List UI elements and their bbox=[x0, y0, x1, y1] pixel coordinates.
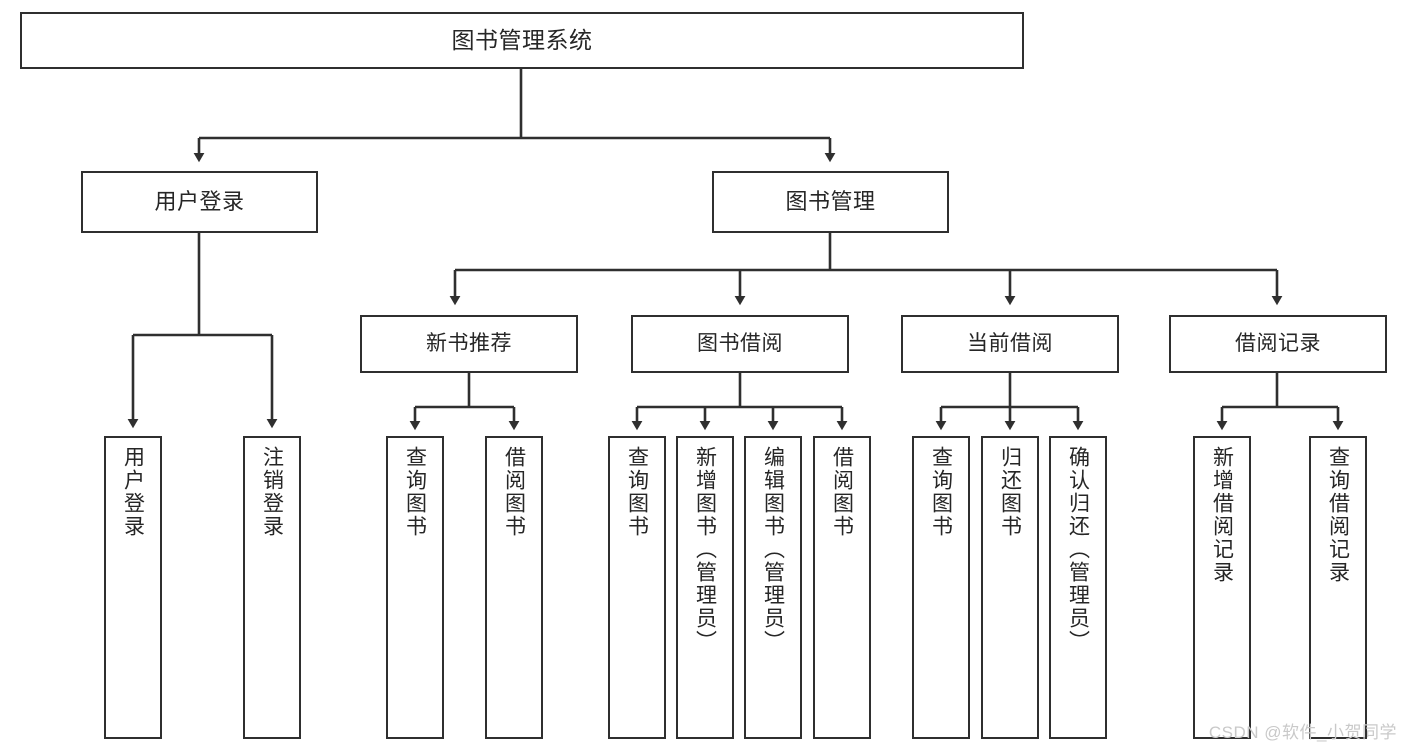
node-leaf-add-record-label: 新增借阅记录 bbox=[1210, 446, 1234, 584]
node-leaf-add-book-label: 新增图书（管理员） bbox=[693, 446, 717, 653]
node-leaf-borrow-book-2-label: 借阅图书 bbox=[830, 446, 854, 538]
node-leaf-borrow-book-2[interactable]: 借阅图书 bbox=[813, 436, 871, 739]
node-leaf-add-book[interactable]: 新增图书（管理员） bbox=[676, 436, 734, 739]
node-leaf-borrow-book-1-label: 借阅图书 bbox=[502, 446, 526, 538]
node-leaf-confirm-return-label: 确认归还（管理员） bbox=[1066, 446, 1090, 653]
node-user-login[interactable]: 用户登录 bbox=[81, 171, 318, 233]
node-leaf-query-book-3[interactable]: 查询图书 bbox=[912, 436, 970, 739]
node-new-book-rec[interactable]: 新书推荐 bbox=[360, 315, 578, 373]
node-leaf-query-book-2[interactable]: 查询图书 bbox=[608, 436, 666, 739]
node-book-borrow-label: 图书借阅 bbox=[697, 332, 783, 356]
node-root[interactable]: 图书管理系统 bbox=[20, 12, 1024, 69]
node-leaf-return-book[interactable]: 归还图书 bbox=[981, 436, 1039, 739]
node-leaf-add-record[interactable]: 新增借阅记录 bbox=[1193, 436, 1251, 739]
node-leaf-edit-book[interactable]: 编辑图书（管理员） bbox=[744, 436, 802, 739]
node-borrow-record[interactable]: 借阅记录 bbox=[1169, 315, 1387, 373]
node-leaf-borrow-book-1[interactable]: 借阅图书 bbox=[485, 436, 543, 739]
node-leaf-logout-label: 注销登录 bbox=[260, 446, 284, 538]
node-book-borrow[interactable]: 图书借阅 bbox=[631, 315, 849, 373]
node-leaf-return-book-label: 归还图书 bbox=[998, 446, 1022, 538]
node-leaf-confirm-return[interactable]: 确认归还（管理员） bbox=[1049, 436, 1107, 739]
node-book-manage[interactable]: 图书管理 bbox=[712, 171, 949, 233]
node-leaf-query-book-2-label: 查询图书 bbox=[625, 446, 649, 538]
node-root-label: 图书管理系统 bbox=[451, 26, 593, 53]
node-leaf-query-record-label: 查询借阅记录 bbox=[1326, 446, 1350, 584]
node-borrow-record-label: 借阅记录 bbox=[1235, 332, 1321, 356]
node-leaf-logout[interactable]: 注销登录 bbox=[243, 436, 301, 739]
node-new-book-rec-label: 新书推荐 bbox=[426, 332, 512, 356]
node-user-login-label: 用户登录 bbox=[154, 188, 245, 214]
node-leaf-user-login-label: 用户登录 bbox=[121, 446, 145, 538]
node-book-manage-label: 图书管理 bbox=[785, 188, 876, 214]
node-current-borrow[interactable]: 当前借阅 bbox=[901, 315, 1119, 373]
node-leaf-user-login[interactable]: 用户登录 bbox=[104, 436, 162, 739]
node-leaf-edit-book-label: 编辑图书（管理员） bbox=[761, 446, 785, 653]
node-leaf-query-book-1[interactable]: 查询图书 bbox=[386, 436, 444, 739]
node-leaf-query-book-1-label: 查询图书 bbox=[403, 446, 427, 538]
node-current-borrow-label: 当前借阅 bbox=[967, 332, 1053, 356]
node-leaf-query-record[interactable]: 查询借阅记录 bbox=[1309, 436, 1367, 739]
node-leaf-query-book-3-label: 查询图书 bbox=[929, 446, 953, 538]
